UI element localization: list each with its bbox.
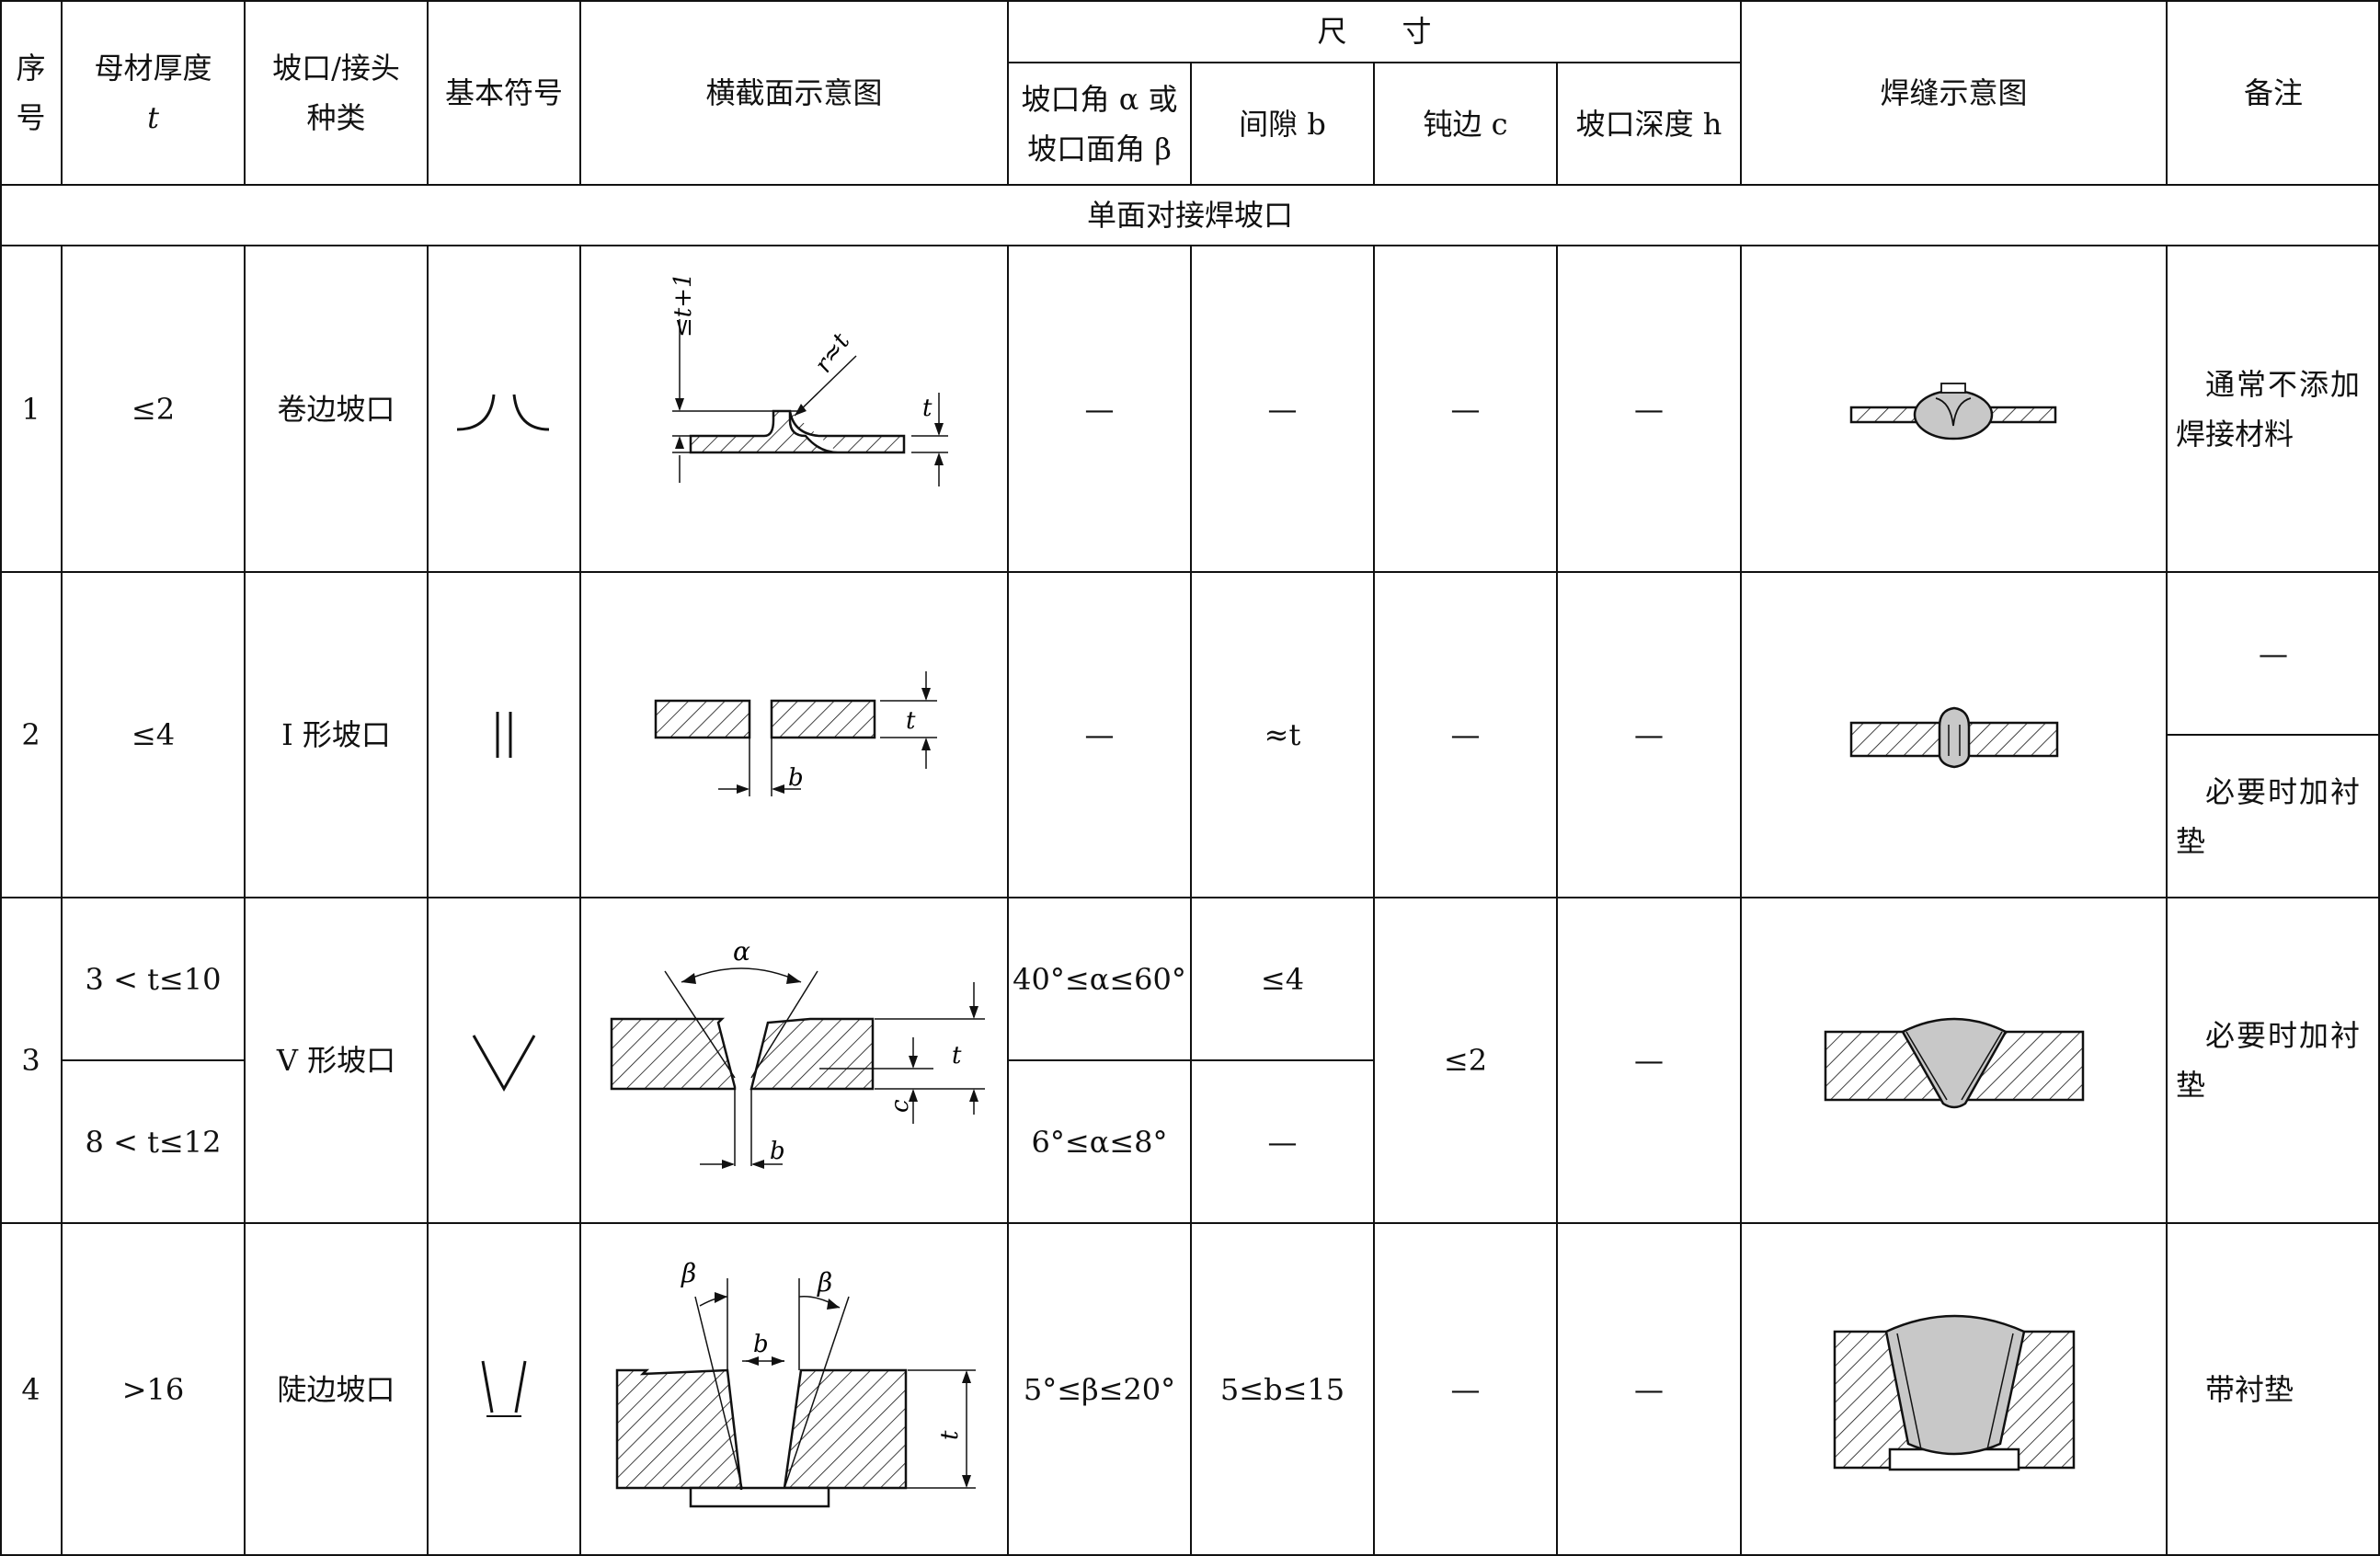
i-groove-symbol-icon (496, 712, 512, 758)
steep-groove-symbol-icon (481, 1360, 527, 1417)
section-title: 单面对接焊坡口 (1086, 198, 1293, 233)
row3-thickness-b: 8 < t≤12 (85, 1124, 222, 1160)
header-root-face: 钝边 c (1423, 106, 1508, 142)
row3-weld-diagram (1824, 1017, 2085, 1109)
row2-thickness: ≤4 (131, 717, 176, 752)
row3-angle-b: 6°≤α≤8° (1031, 1124, 1168, 1160)
flange-groove-symbol-icon (456, 394, 550, 431)
row3-angle-a: 40°≤α≤60° (1013, 961, 1186, 997)
row1-cross-section-diagram: ≤t+1 r≈t t (669, 272, 948, 486)
row1-depth: — (1634, 391, 1664, 427)
row2-depth: — (1634, 717, 1664, 752)
row1-type: 卷边坡口 (277, 391, 395, 427)
row4-seq: 4 (21, 1372, 40, 1407)
row3-label-c: c (887, 1099, 914, 1113)
row2-seq: 2 (21, 717, 40, 752)
header-weld-diagram: 焊缝示意图 (1880, 74, 2028, 110)
row1-label-t: t (922, 395, 933, 422)
header-seq: 序号 (16, 50, 46, 135)
row4-label-beta-1: β (681, 1258, 696, 1288)
row2-gap: ≈t (1264, 717, 1301, 752)
row4-angle: 5°≤β≤20° (1023, 1372, 1176, 1407)
header-angle: 坡口角 α 或坡口面角 β (1021, 81, 1178, 166)
row2-remarks-a: — (2259, 635, 2288, 671)
row3-label-alpha: α (733, 936, 750, 967)
row1-thickness: ≤2 (131, 391, 176, 427)
header-groove-type: 坡口/接头种类 (272, 50, 400, 135)
row2-type: I 形坡口 (281, 717, 391, 752)
row1-angle: — (1084, 391, 1115, 427)
row4-label-b: b (753, 1331, 769, 1358)
row2-label-b: b (788, 764, 804, 792)
row2-remarks-b: 必要时加衬垫 (2176, 773, 2363, 859)
row1-root-face: — (1450, 391, 1481, 427)
row4-label-beta-2: β (817, 1267, 832, 1298)
row2-weld-diagram (1849, 706, 2059, 769)
row2-cross-section-diagram: t b (654, 671, 937, 796)
row1-label-r: r≈t (809, 328, 856, 378)
header-remarks: 备注 (2243, 74, 2303, 110)
row4-gap: 5≤b≤15 (1219, 1372, 1345, 1407)
row3-root-face: ≤2 (1443, 1043, 1488, 1078)
row4-label-t: t (936, 1430, 964, 1440)
row2-label-t: t (906, 707, 916, 735)
row4-root-face: — (1450, 1372, 1481, 1407)
row3-thickness-a: 3 < t≤10 (85, 961, 222, 997)
row4-thickness: >16 (121, 1372, 185, 1407)
row4-depth: — (1634, 1372, 1664, 1407)
row3-gap-b: — (1267, 1124, 1298, 1160)
row3-label-t: t (952, 1042, 962, 1070)
row1-seq: 1 (21, 391, 40, 427)
row2-angle: — (1084, 717, 1115, 752)
row4-weld-diagram (1833, 1314, 2076, 1471)
row1-gap: — (1267, 391, 1298, 427)
row3-remarks: 必要时加衬垫 (2176, 1018, 2363, 1103)
header-dimension: 尺寸 (1317, 14, 1487, 49)
row4-cross-section-diagram: β β b t (615, 1258, 976, 1508)
row1-weld-diagram (1849, 383, 2057, 440)
v-groove-symbol-icon (472, 1035, 536, 1093)
row3-seq: 3 (21, 1043, 40, 1078)
row4-type: 陡边坡口 (277, 1372, 395, 1407)
header-gap: 间隙 b (1239, 106, 1326, 142)
row4-remarks: 带衬垫 (2205, 1372, 2294, 1407)
row3-type: V 形坡口 (276, 1043, 396, 1078)
row1-remarks: 通常不添加焊接材料 (2176, 366, 2363, 452)
row1-label-h: ≤t+1 (669, 272, 697, 338)
row3-label-b: b (770, 1138, 785, 1165)
row3-depth: — (1634, 1043, 1664, 1078)
row2-root-face: — (1450, 717, 1481, 752)
header-depth: 坡口深度 h (1575, 106, 1722, 142)
row3-cross-section-diagram: α t c b (610, 936, 985, 1169)
header-basic-symbol: 基本符号 (444, 74, 563, 110)
header-cross-section: 横截面示意图 (705, 74, 883, 110)
row3-gap-a: ≤4 (1260, 961, 1305, 997)
